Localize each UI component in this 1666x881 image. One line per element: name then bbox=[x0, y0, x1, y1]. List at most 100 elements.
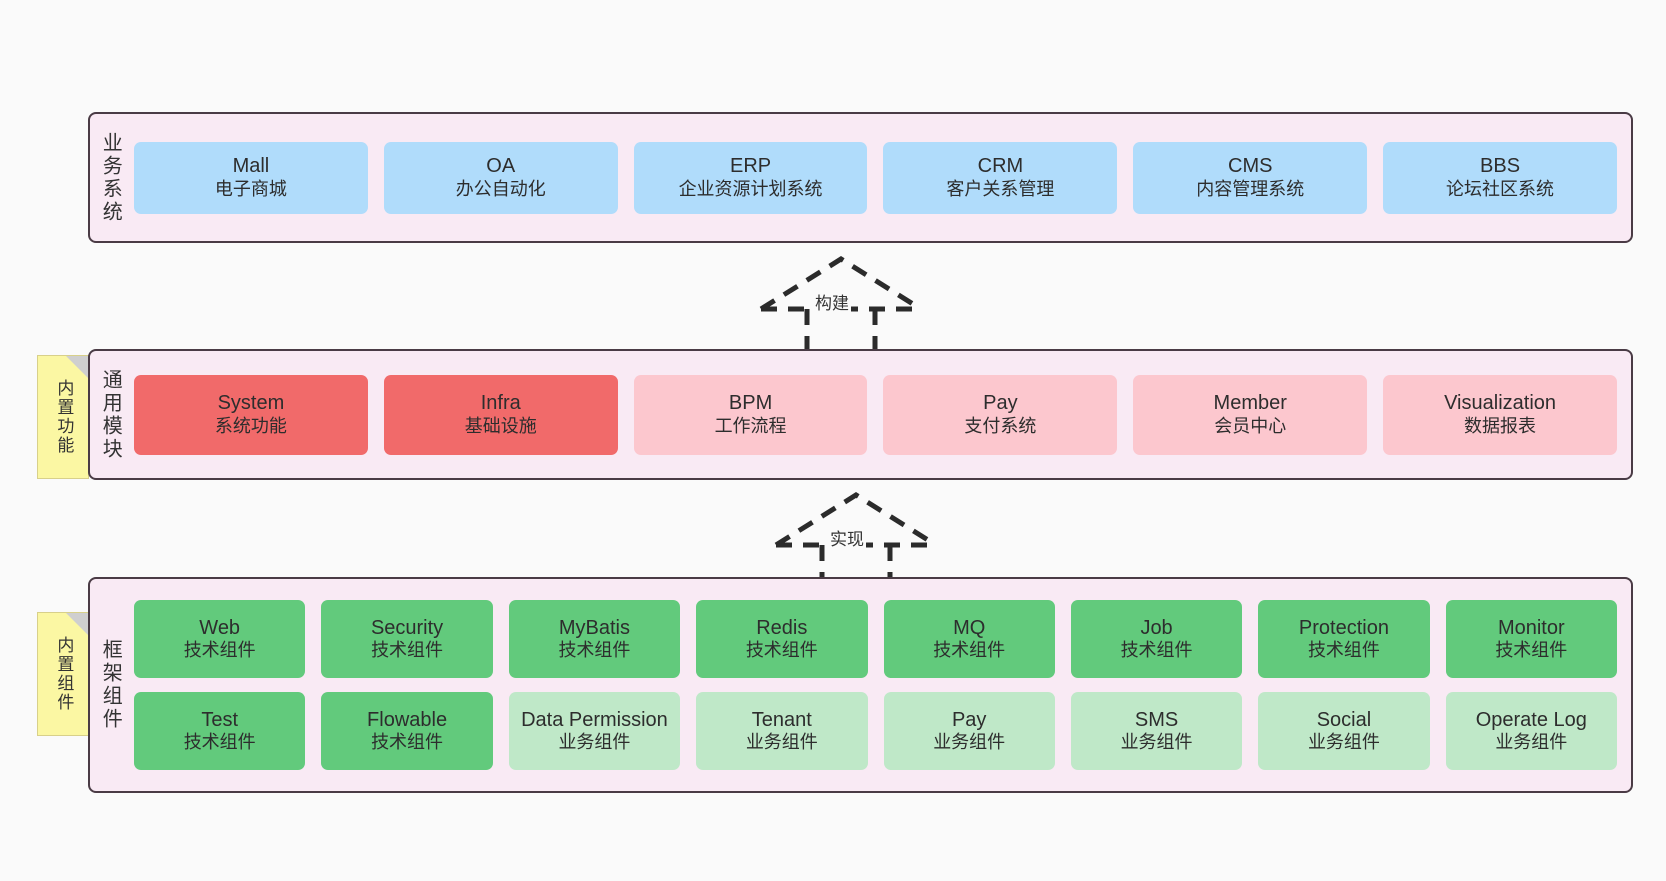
card-visualization[interactable]: Visualization 数据报表 bbox=[1383, 374, 1617, 455]
card-title: CMS bbox=[1228, 155, 1273, 178]
card-flowable[interactable]: Flowable 技术组件 bbox=[321, 692, 493, 770]
card-row: Mall 电子商城 OA 办公自动化 ERP 企业资源计划系统 CRM 客户关系… bbox=[134, 141, 1617, 214]
card-web[interactable]: Web 技术组件 bbox=[134, 600, 306, 678]
card-crm[interactable]: CRM 客户关系管理 bbox=[883, 141, 1118, 214]
card-title: Flowable bbox=[367, 708, 448, 731]
card-pay[interactable]: Pay 支付系统 bbox=[883, 374, 1118, 455]
note-label: 内置组件 bbox=[54, 636, 74, 712]
card-operate-log[interactable]: Operate Log 业务组件 bbox=[1445, 692, 1617, 770]
card-test[interactable]: Test 技术组件 bbox=[134, 692, 306, 770]
layer-body-framework: Web 技术组件 Security 技术组件 MyBatis 技术组件 Redi… bbox=[130, 579, 1631, 791]
card-subtitle: 技术组件 bbox=[558, 640, 631, 661]
card-title: ERP bbox=[730, 155, 772, 178]
card-subtitle: 业务组件 bbox=[933, 732, 1006, 753]
card-title: CRM bbox=[977, 155, 1024, 178]
card-subtitle: 支付系统 bbox=[964, 415, 1037, 436]
card-infra[interactable]: Infra 基础设施 bbox=[383, 374, 618, 455]
card-protection[interactable]: Protection 技术组件 bbox=[1258, 600, 1430, 678]
connector-label-build: 构建 bbox=[813, 289, 851, 314]
card-system[interactable]: System 系统功能 bbox=[134, 374, 368, 455]
card-title: Monitor bbox=[1497, 616, 1565, 639]
card-title: Web bbox=[199, 616, 241, 639]
layer-framework-component: 框架组件 Web 技术组件 Security 技术组件 MyBatis 技术组件… bbox=[88, 577, 1633, 793]
card-subtitle: 办公自动化 bbox=[455, 178, 546, 199]
card-social[interactable]: Social 业务组件 bbox=[1258, 692, 1430, 770]
card-title: Redis bbox=[756, 616, 808, 639]
card-subtitle: 业务组件 bbox=[1495, 732, 1568, 753]
card-mq[interactable]: MQ 技术组件 bbox=[883, 600, 1055, 678]
layer-title-framework: 框架组件 bbox=[99, 639, 122, 731]
card-job[interactable]: Job 技术组件 bbox=[1070, 600, 1243, 678]
card-title: Operate Log bbox=[1475, 708, 1587, 731]
card-title: SMS bbox=[1134, 708, 1179, 731]
layer-title-common: 通用模块 bbox=[99, 368, 122, 461]
card-subtitle: 技术组件 bbox=[371, 732, 444, 753]
card-mall[interactable]: Mall 电子商城 bbox=[134, 141, 368, 214]
card-subtitle: 内容管理系统 bbox=[1196, 178, 1305, 199]
layer-common-module: 通用模块 System 系统功能 Infra 基础设施 BPM 工作流程 Pay… bbox=[88, 349, 1633, 480]
card-subtitle: 客户关系管理 bbox=[946, 178, 1055, 199]
card-subtitle: 工作流程 bbox=[714, 415, 787, 436]
generalization-arrow-icon bbox=[759, 256, 923, 349]
card-title: Test bbox=[201, 708, 239, 731]
card-subtitle: 业务组件 bbox=[1120, 732, 1193, 753]
note-fold-icon bbox=[66, 356, 88, 378]
connector-build: 构建 bbox=[755, 253, 935, 349]
card-bbs[interactable]: BBS 论坛社区系统 bbox=[1383, 141, 1617, 214]
layer-body-business: Mall 电子商城 OA 办公自动化 ERP 企业资源计划系统 CRM 客户关系… bbox=[130, 114, 1631, 241]
card-cms[interactable]: CMS 内容管理系统 bbox=[1133, 141, 1368, 214]
card-data-permission[interactable]: Data Permission 业务组件 bbox=[508, 692, 681, 770]
card-title: MyBatis bbox=[558, 616, 630, 639]
card-title: Security bbox=[370, 616, 444, 639]
card-subtitle: 技术组件 bbox=[183, 640, 256, 661]
card-title: Job bbox=[1140, 616, 1173, 639]
card-row: System 系统功能 Infra 基础设施 BPM 工作流程 Pay 支付系统… bbox=[134, 374, 1617, 455]
card-member[interactable]: Member 会员中心 bbox=[1133, 374, 1368, 455]
card-redis[interactable]: Redis 技术组件 bbox=[696, 600, 868, 678]
card-title: Pay bbox=[951, 708, 987, 731]
card-subtitle: 数据报表 bbox=[1464, 415, 1537, 436]
card-tenant[interactable]: Tenant 业务组件 bbox=[696, 692, 868, 770]
card-title: BBS bbox=[1480, 155, 1521, 178]
layer-title-business: 业务系统 bbox=[99, 131, 122, 224]
card-bpm[interactable]: BPM 工作流程 bbox=[633, 374, 868, 455]
card-subtitle: 技术组件 bbox=[1307, 640, 1380, 661]
card-subtitle: 技术组件 bbox=[745, 640, 818, 661]
card-security[interactable]: Security 技术组件 bbox=[321, 600, 493, 678]
layer-business-system: 业务系统 Mall 电子商城 OA 办公自动化 ERP 企业资源计划系统 CRM… bbox=[88, 112, 1633, 243]
card-subtitle: 技术组件 bbox=[183, 732, 256, 753]
card-row: Test 技术组件 Flowable 技术组件 Data Permission … bbox=[134, 692, 1617, 770]
card-subtitle: 业务组件 bbox=[1307, 732, 1380, 753]
card-title: Mall bbox=[232, 155, 270, 178]
card-oa[interactable]: OA 办公自动化 bbox=[383, 141, 618, 214]
connector-implement: 实现 bbox=[770, 489, 950, 585]
card-subtitle: 业务组件 bbox=[745, 732, 818, 753]
card-subtitle: 技术组件 bbox=[933, 640, 1006, 661]
card-title: MQ bbox=[953, 616, 986, 639]
card-title: Pay bbox=[983, 392, 1018, 415]
card-subtitle: 系统功能 bbox=[214, 415, 287, 436]
note-fold-icon bbox=[66, 613, 88, 635]
card-subtitle: 会员中心 bbox=[1214, 415, 1287, 436]
card-mybatis[interactable]: MyBatis 技术组件 bbox=[508, 600, 681, 678]
card-title: Social bbox=[1316, 708, 1372, 731]
card-monitor[interactable]: Monitor 技术组件 bbox=[1445, 600, 1617, 678]
card-title: BPM bbox=[728, 392, 773, 415]
note-built-in-components: 内置组件 bbox=[37, 612, 89, 736]
note-built-in-features: 内置功能 bbox=[37, 355, 89, 479]
card-sms[interactable]: SMS 业务组件 bbox=[1070, 692, 1243, 770]
card-subtitle: 技术组件 bbox=[1495, 640, 1568, 661]
card-subtitle: 业务组件 bbox=[558, 732, 631, 753]
card-pay-business[interactable]: Pay 业务组件 bbox=[883, 692, 1055, 770]
card-title: Tenant bbox=[751, 708, 812, 731]
card-subtitle: 企业资源计划系统 bbox=[678, 178, 823, 199]
card-title: OA bbox=[486, 155, 516, 178]
connector-label-implement: 实现 bbox=[828, 525, 866, 550]
card-subtitle: 技术组件 bbox=[1120, 640, 1193, 661]
card-erp[interactable]: ERP 企业资源计划系统 bbox=[633, 141, 868, 214]
card-subtitle: 论坛社区系统 bbox=[1446, 178, 1555, 199]
card-subtitle: 技术组件 bbox=[371, 640, 444, 661]
card-row: Web 技术组件 Security 技术组件 MyBatis 技术组件 Redi… bbox=[134, 600, 1617, 678]
card-title: Visualization bbox=[1444, 392, 1557, 415]
